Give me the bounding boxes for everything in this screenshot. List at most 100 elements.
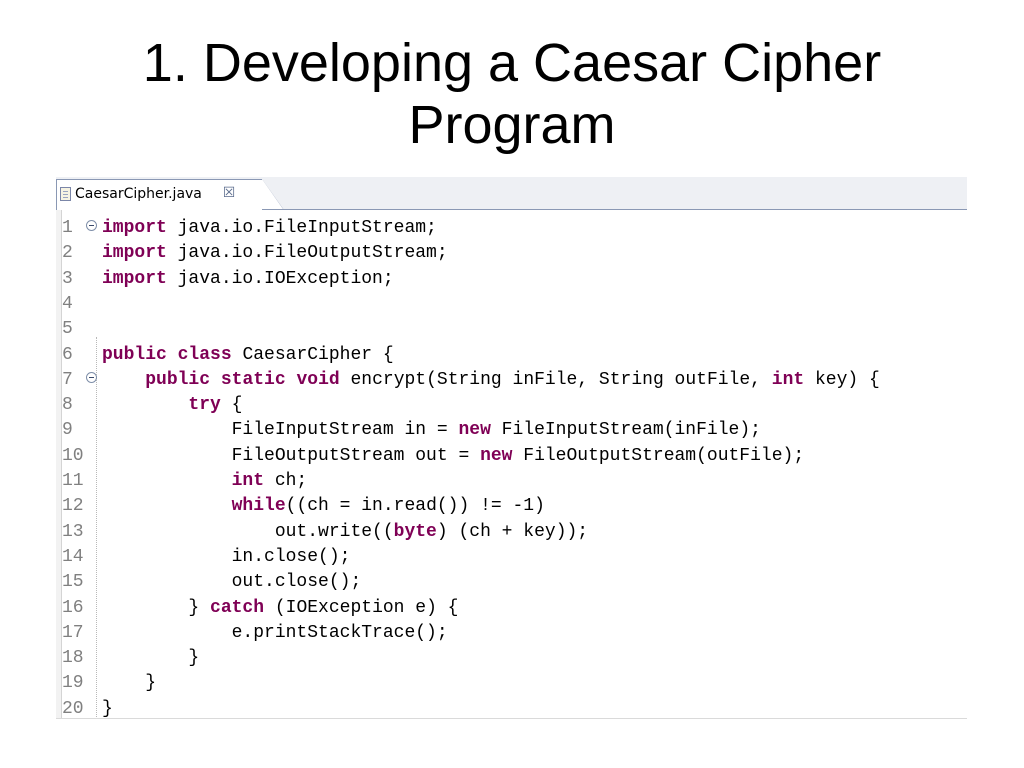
keyword-token: import [102, 269, 167, 289]
code-token: FileInputStream in = [102, 420, 459, 440]
code-line[interactable]: 4 [56, 292, 967, 317]
code-token: CaesarCipher { [231, 345, 394, 365]
code-token: FileInputStream(inFile); [490, 420, 761, 440]
code-token: ch; [264, 471, 308, 491]
code-token: { [220, 395, 243, 415]
code-token: FileOutputStream out = [102, 446, 481, 466]
code-line[interactable]: 2 import java.io.FileOutputStream; [56, 241, 967, 266]
code-line[interactable]: 7 public static void encrypt(String inFi… [56, 368, 967, 393]
line-number: 6 [62, 345, 73, 365]
keyword-token: while [231, 496, 286, 516]
code-line[interactable]: 9 FileInputStream in = new FileInputStre… [56, 418, 967, 443]
code-token: java.io.FileInputStream; [166, 218, 437, 238]
tab-label: CaesarCipher.java [75, 186, 202, 202]
line-number: 2 [62, 243, 73, 263]
code-line[interactable]: 5 [56, 317, 967, 342]
code-line[interactable]: 14 in.close(); [56, 545, 967, 570]
code-token: FileOutputStream(outFile); [512, 446, 805, 466]
code-token [210, 370, 221, 390]
keyword-token: new [480, 446, 513, 466]
code-line[interactable]: 8 try { [56, 393, 967, 418]
code-token [102, 395, 188, 415]
code-line[interactable]: 13 out.write((byte) (ch + key)); [56, 520, 967, 545]
code-line[interactable]: 17 e.printStackTrace(); [56, 621, 967, 646]
code-token: } [102, 598, 211, 618]
keyword-token: int [771, 370, 805, 390]
source-text: FileOutputStream out = new FileOutputStr… [102, 444, 805, 469]
slide-title-line1: 1. Developing a Caesar Cipher [142, 33, 882, 93]
code-line[interactable]: 20} [56, 697, 967, 722]
line-number: 13 [62, 522, 84, 542]
code-token [102, 370, 145, 390]
keyword-token: byte [393, 522, 437, 542]
source-text: import java.io.FileOutputStream; [102, 241, 448, 266]
code-token: } [102, 699, 113, 719]
line-number: 9 [62, 420, 73, 440]
code-token: java.io.FileOutputStream; [166, 243, 448, 263]
line-number: 17 [62, 623, 84, 643]
code-token [286, 370, 297, 390]
source-text: FileInputStream in = new FileInputStream… [102, 418, 761, 443]
line-number: 12 [62, 496, 84, 516]
line-number: 14 [62, 547, 84, 567]
source-text: import java.io.FileInputStream; [102, 216, 437, 241]
code-line[interactable]: 19 } [56, 671, 967, 696]
keyword-token: import [102, 218, 167, 238]
keyword-token: public [145, 370, 211, 390]
keyword-token: class [177, 345, 232, 365]
fold-collapse-icon[interactable] [86, 372, 97, 383]
keyword-token: catch [210, 598, 265, 618]
close-icon[interactable]: ☒ [222, 185, 236, 201]
fold-collapse-icon[interactable] [86, 220, 97, 231]
line-number: 10 [62, 446, 84, 466]
code-line[interactable]: 1 import java.io.FileInputStream; [56, 216, 967, 241]
code-token: out.close(); [102, 572, 362, 592]
code-token [167, 345, 178, 365]
source-text: } [102, 697, 113, 722]
editor-bottom-edge [56, 718, 967, 719]
slide-title-line2: Program [408, 95, 616, 155]
source-text: e.printStackTrace(); [102, 621, 448, 646]
line-number: 3 [62, 269, 73, 289]
source-text: in.close(); [102, 545, 351, 570]
source-text: try { [102, 393, 242, 418]
line-number: 1 [62, 218, 73, 238]
source-text: } [102, 671, 156, 696]
code-line[interactable]: 11 int ch; [56, 469, 967, 494]
slide-title: 1. Developing a Caesar Cipher Program [0, 32, 1024, 156]
keyword-token: public [102, 345, 167, 365]
code-line[interactable]: 3 import java.io.IOException; [56, 267, 967, 292]
code-line[interactable]: 10 FileOutputStream out = new FileOutput… [56, 444, 967, 469]
keyword-token: import [102, 243, 167, 263]
line-number: 8 [62, 395, 73, 415]
tab-edge [262, 179, 283, 209]
keyword-token: new [458, 420, 491, 440]
line-number: 16 [62, 598, 84, 618]
keyword-token: try [188, 395, 221, 415]
code-token: encrypt(String inFile, String outFile, [339, 370, 772, 390]
code-line[interactable]: 6 public class CaesarCipher { [56, 343, 967, 368]
source-text: } catch (IOException e) { [102, 596, 458, 621]
line-number: 15 [62, 572, 84, 592]
code-token: out.write(( [102, 522, 394, 542]
code-line[interactable]: 16 } catch (IOException e) { [56, 596, 967, 621]
editor-tab-strip: CaesarCipher.java ☒ [56, 177, 967, 210]
code-line[interactable]: 18 } [56, 646, 967, 671]
code-token [102, 496, 232, 516]
source-text: import java.io.IOException; [102, 267, 394, 292]
code-token: java.io.IOException; [166, 269, 394, 289]
source-text: out.close(); [102, 570, 362, 595]
line-number: 4 [62, 294, 73, 314]
line-number: 19 [62, 673, 84, 693]
line-number: 5 [62, 319, 73, 339]
editor-tab[interactable]: CaesarCipher.java ☒ [56, 179, 284, 210]
code-line[interactable]: 12 while((ch = in.read()) != -1) [56, 494, 967, 519]
code-token: in.close(); [102, 547, 351, 567]
keyword-token: static [220, 370, 286, 390]
code-line[interactable]: 15 out.close(); [56, 570, 967, 595]
code-token [102, 471, 232, 491]
keyword-token: void [296, 370, 340, 390]
source-text: } [102, 646, 199, 671]
line-number: 11 [62, 471, 84, 491]
code-area[interactable]: 1 import java.io.FileInputStream; 2 import … [56, 216, 967, 719]
